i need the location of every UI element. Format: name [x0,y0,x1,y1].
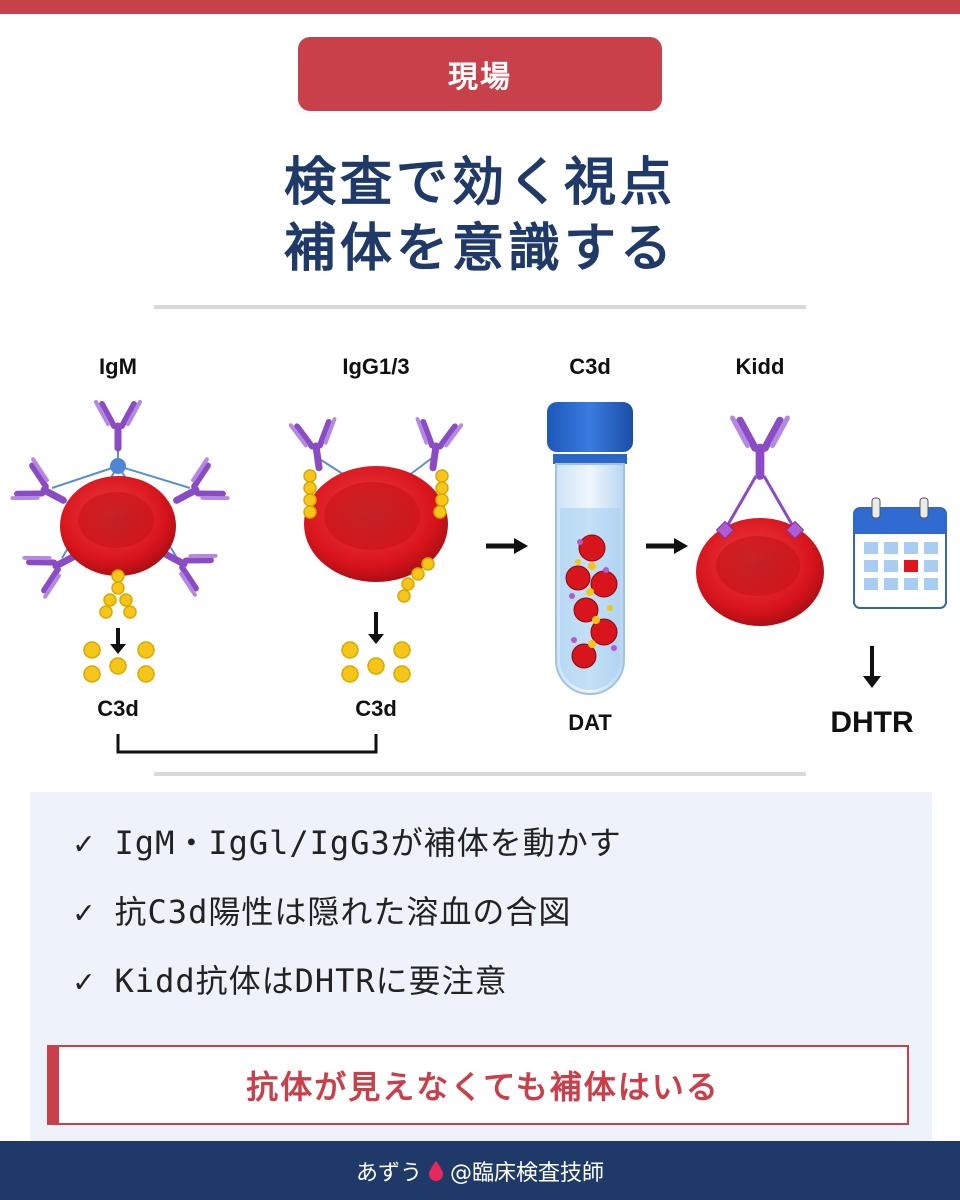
page-title-line-2: 補体を意識する [283,219,676,279]
igm-c3d-label: C3d [97,696,139,721]
igm-group: IgM [12,354,227,721]
igm-center-node [110,458,126,474]
igg-label: IgG1/3 [342,354,409,379]
dat-label: DAT [568,710,612,735]
c3d-fragments-igm [83,641,155,683]
complement-chain-igg [303,469,449,603]
tube-cap [547,402,633,452]
summary-callout: 抗体が見えなくても補体はいる [47,1045,909,1125]
key-point-1: ✓ IgM・IgGl/IgG3が補体を動かす [74,824,622,862]
footer: あずう @臨床検査技師 [0,1141,960,1200]
dhtr-label: DHTR [830,706,914,739]
tube-top-label: C3d [569,354,611,379]
c3d-bracket [116,734,378,754]
arrow-right-icon [486,538,528,554]
igg-group: IgG1/3 C3d [291,354,461,721]
igg-c3d-label: C3d [355,696,397,721]
top-divider [154,305,806,309]
bottom-divider [154,772,806,776]
kidd-label: Kidd [736,354,785,379]
key-point-2: ✓ 抗C3d陽性は隠れた溶血の合図 [74,893,572,931]
section-badge: 現場 [298,37,662,111]
key-point-3: ✓ Kidd抗体はDHTRに要注意 [74,962,508,1000]
calendar-icon [853,497,947,609]
top-accent-bar [0,0,960,14]
kidd-group: Kidd [696,354,824,626]
footer-handle: @臨床検査技師 [450,1160,605,1186]
c3d-fragments-igg [341,641,411,683]
test-tube-group: C3d [547,354,633,735]
complement-diagram: IgM [0,354,947,754]
arrow-right-icon [646,538,688,554]
igm-label: IgM [99,354,137,379]
agglutinated-cells [565,534,618,669]
page-title-line-1: 検査で効く視点 [283,153,676,213]
footer-author: あずう [355,1160,422,1186]
blood-drop-icon [429,1160,443,1181]
